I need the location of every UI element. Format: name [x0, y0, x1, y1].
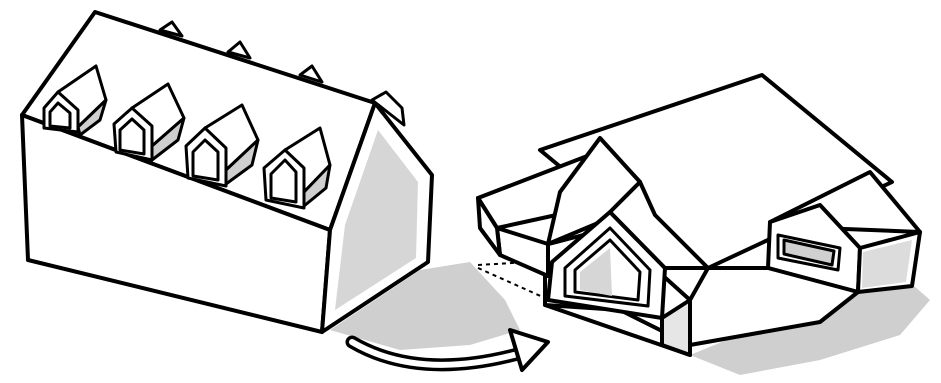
left-building [22, 12, 432, 332]
curved-arrow-head [510, 330, 548, 370]
right-left-wing-wall [497, 228, 548, 276]
